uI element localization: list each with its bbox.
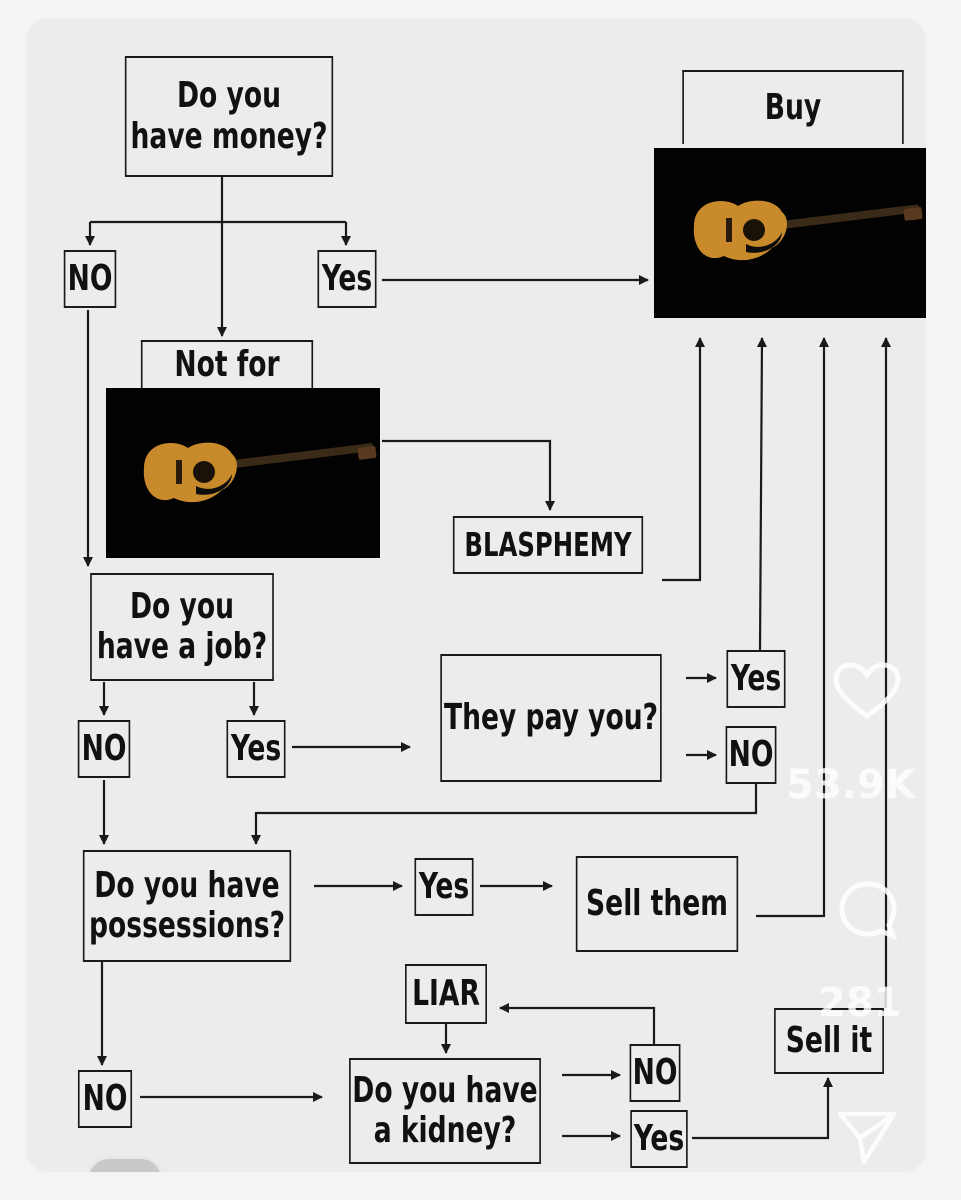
node-blasphemy: BLASPHEMY [452,516,644,574]
node-have-job-label: Do you have a job? [96,585,268,667]
node-have-kidney: Do you have a kidney? [349,1058,541,1164]
edge-sell-to-buy [756,337,829,918]
node-have-job: Do you have a job? [90,573,274,681]
comments-count: 281 [818,980,902,1026]
node-money-no: NO [63,250,117,308]
node-pay-no-label: NO [728,733,774,775]
node-have-possessions: Do you have possessions? [82,850,292,962]
edge-kidneyyes-to-sellit [692,1077,833,1140]
node-blasphemy-label: BLASPHEMY [464,524,632,564]
node-have-possessions-label: Do you have possessions? [88,864,286,946]
node-they-pay: They pay you? [440,654,662,782]
node-poss-yes: Yes [414,858,474,916]
node-pay-no: NO [725,726,777,784]
node-have-money-label: Do you have money? [130,75,328,157]
edge-kidneyno-to-liar [499,1003,656,1044]
guitar-icon [693,200,923,261]
node-sell-it: Sell it [774,1008,884,1074]
share-icon[interactable] [834,1106,900,1166]
node-money-no-label: NO [67,257,113,299]
node-liar: LIAR [405,964,487,1024]
node-have-kidney-label: Do you have a kidney? [352,1069,538,1151]
node-money-yes-label: Yes [321,257,373,299]
avatar[interactable] [86,1156,164,1172]
guitar-icon [143,442,377,503]
node-sell-them-label: Sell them [586,882,728,924]
node-kidney-yes: Yes [630,1110,688,1168]
node-they-pay-label: They pay you? [443,696,659,738]
node-poss-yes-label: Yes [418,865,470,907]
buy-guitar-image [654,148,926,318]
node-poss-no: NO [77,1070,133,1128]
edge-blasphemy-to-buy [662,337,705,582]
node-not-for: Not for [140,340,314,388]
node-buy-label: Buy [764,86,822,128]
node-money-yes: Yes [317,250,377,308]
node-pay-yes: Yes [726,650,786,708]
node-kidney-yes-label: Yes [633,1117,685,1159]
connector-layer [83,176,891,1141]
node-pay-yes-label: Yes [730,657,782,699]
heart-icon[interactable] [832,662,902,722]
node-buy: Buy [682,70,904,144]
node-poss-no-label: NO [82,1077,128,1119]
node-not-for-label: Not for [174,343,280,385]
node-job-no-label: NO [81,727,127,769]
node-sell-it-label: Sell it [785,1019,873,1061]
not-for-guitar-image [106,388,380,558]
node-job-yes: Yes [226,720,286,778]
edge-payno-to-possessions [251,784,758,845]
node-liar-label: LIAR [412,972,480,1014]
node-job-yes-label: Yes [230,727,282,769]
node-kidney-no-label: NO [632,1051,678,1093]
edge-notfor-to-blasphemy [382,439,555,511]
comment-icon[interactable] [836,878,900,942]
flowchart-card: Do you have money? NO Yes Buy Not for BL… [26,18,926,1172]
node-kidney-no: NO [629,1044,681,1102]
node-sell-them: Sell them [575,856,739,952]
edge-payyes-to-buy [756,337,767,651]
node-have-money: Do you have money? [124,56,334,177]
likes-count: 53.9K [786,762,916,808]
node-job-no: NO [77,720,131,778]
